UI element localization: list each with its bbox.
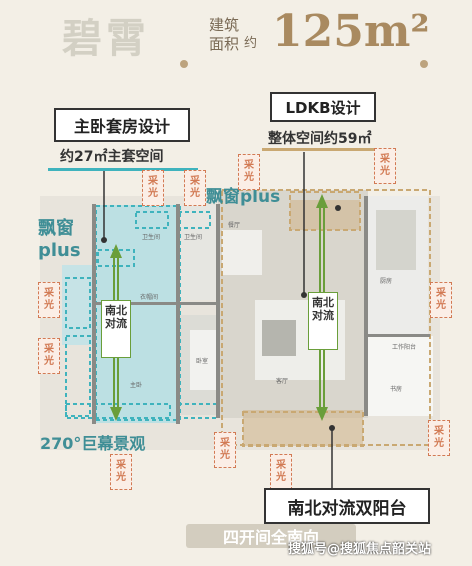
light-tag: 采光 xyxy=(110,454,132,490)
light-tag: 采光 xyxy=(270,454,292,490)
master-suite-label: 主卧套房设计 xyxy=(54,108,190,142)
watermark: 搜狐号@搜狐焦点韶关站 xyxy=(288,542,432,557)
ns-flow-right-1: 南北 xyxy=(312,296,334,309)
light-tag: 采光 xyxy=(142,170,164,206)
master-suite-sub: 约27㎡主套空间 xyxy=(60,149,164,165)
light-tag: 采光 xyxy=(38,282,60,318)
room-study: 书房 xyxy=(390,386,403,393)
wall xyxy=(364,196,368,416)
room-bath1: 卫生间 xyxy=(142,234,161,241)
bay-window-2 xyxy=(135,211,169,229)
ns-flow-right: 南北 对流 xyxy=(308,292,338,350)
area-label-bottom: 面积 xyxy=(209,35,240,53)
light-tag: 采光 xyxy=(214,432,236,468)
ldkb-label: LDKB设计 xyxy=(270,92,376,122)
ns-flow-right-2: 对流 xyxy=(312,309,334,322)
area-label: 建筑 面积 xyxy=(209,16,239,54)
light-tag: 采光 xyxy=(238,154,260,190)
light-tag: 采光 xyxy=(430,282,452,318)
sofa xyxy=(262,320,296,356)
study-area xyxy=(368,336,433,416)
area-value: 125m² xyxy=(272,6,430,57)
leader-north-dot xyxy=(335,205,341,211)
bay-left-label: 飘窗 plus xyxy=(38,218,81,262)
room-laundry: 工作阳台 xyxy=(392,344,417,351)
area-label-top: 建筑 xyxy=(209,16,240,34)
room-master: 主卧 xyxy=(130,382,143,389)
ns-flow-left-1: 南北 xyxy=(105,304,127,317)
corner-bay-outline xyxy=(65,335,91,417)
south-balcony-outline xyxy=(242,411,364,447)
light-tag: 采光 xyxy=(428,420,450,456)
ldkb-sub: 整体空间约59㎡ xyxy=(268,131,372,147)
header-dot-right xyxy=(420,60,428,68)
ns-flow-left-2: 对流 xyxy=(105,317,127,330)
room-bath2: 卫生间 xyxy=(184,234,203,241)
master-underline xyxy=(48,168,198,171)
room-closet: 衣帽间 xyxy=(140,294,159,301)
south-balcony xyxy=(243,410,363,446)
ldkb-underline xyxy=(262,148,388,151)
dining-table xyxy=(222,230,262,275)
bay-top-label: 飘窗plus xyxy=(206,187,281,207)
four-bay-banner: 四开间全南向 xyxy=(186,524,356,548)
dual-balcony-label: 南北对流双阳台 xyxy=(264,488,430,524)
room-kitchen: 厨房 xyxy=(380,278,393,285)
left-bay-outline xyxy=(65,277,91,329)
light-tag: 采光 xyxy=(374,148,396,184)
room-bedroom: 卧室 xyxy=(196,358,209,365)
bay-left-line2: plus xyxy=(38,240,81,261)
wall xyxy=(216,204,220,418)
ldkb-outline xyxy=(221,189,431,446)
wall xyxy=(92,302,218,305)
bath-block xyxy=(180,205,218,300)
project-name: 碧霄 xyxy=(62,15,150,62)
approx-label: 约 xyxy=(244,36,258,51)
bay-left-line1: 飘窗 xyxy=(38,218,74,239)
panorama-label: 270°巨幕景观 xyxy=(40,434,146,453)
header-dot-left xyxy=(180,60,188,68)
room-dining: 餐厅 xyxy=(228,222,241,229)
ns-flow-left: 南北 对流 xyxy=(101,300,131,358)
wall xyxy=(368,334,430,337)
light-tag: 采光 xyxy=(38,338,60,374)
wall xyxy=(176,204,180,424)
north-balcony-outline xyxy=(289,191,361,231)
kitchen-counter xyxy=(376,210,416,270)
light-tag: 采光 xyxy=(184,170,206,206)
room-living: 客厅 xyxy=(276,378,289,385)
wall xyxy=(92,204,96,424)
